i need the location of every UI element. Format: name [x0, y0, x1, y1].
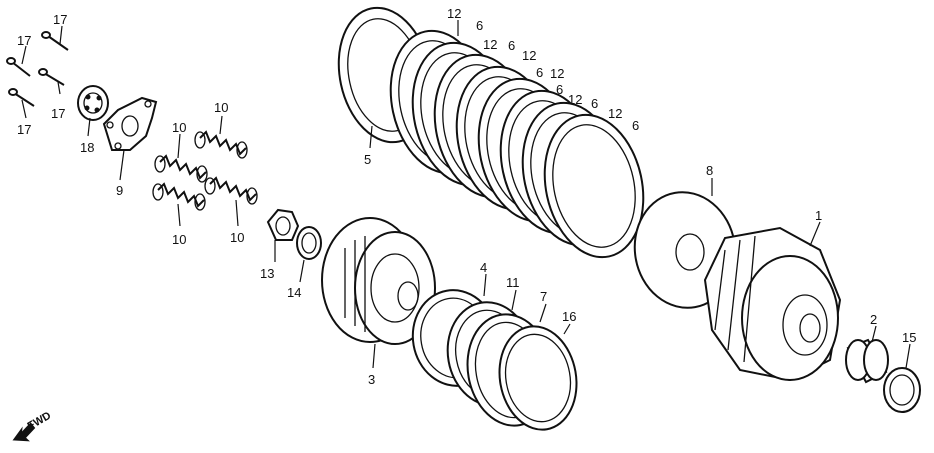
callout: 12	[447, 6, 461, 21]
fwd-arrow: FWD	[12, 410, 54, 442]
callout: 17	[17, 33, 31, 48]
plate-stack	[337, 6, 645, 259]
callout: 8	[706, 163, 713, 178]
callouts: 17 17 17 17 18 9 10 10 10 10 5 12 6 12 6…	[17, 6, 916, 387]
ring-16	[498, 325, 578, 431]
spring-10-left-upper	[154, 154, 208, 183]
spring-10-right	[204, 176, 258, 205]
bolt-17-left	[6, 57, 31, 77]
callout: 1	[815, 208, 822, 223]
bolt-17-top	[41, 31, 69, 51]
callout: 12	[483, 37, 497, 52]
callout: 7	[540, 289, 547, 304]
callout: 10	[230, 230, 244, 245]
bolt-17-mid	[38, 68, 65, 86]
callout: 10	[172, 232, 186, 247]
washer-14	[296, 226, 322, 260]
callout: 18	[80, 140, 94, 155]
callout: 13	[260, 266, 274, 281]
clutch-center-3	[321, 217, 436, 345]
callout: 3	[368, 372, 375, 387]
callout: 6	[556, 82, 563, 97]
callout: 6	[536, 65, 543, 80]
callout: 6	[476, 18, 483, 33]
callout: 6	[591, 96, 598, 111]
callout: 14	[287, 285, 301, 300]
callout: 12	[550, 66, 564, 81]
callout: 17	[17, 122, 31, 137]
callout: 17	[53, 12, 67, 27]
callout: 9	[116, 183, 123, 198]
callout: 11	[506, 275, 520, 290]
clutch-outer-1	[703, 226, 842, 382]
callout: 17	[51, 106, 65, 121]
callout: 2	[870, 312, 877, 327]
collar-2	[845, 338, 889, 384]
callout: 4	[480, 260, 487, 275]
callout: 10	[214, 100, 228, 115]
callout: 12	[522, 48, 536, 63]
bearing-18	[77, 85, 109, 121]
lifter-plate-9	[102, 96, 158, 151]
fwd-label: FWD	[26, 410, 54, 433]
lock-nut-13	[266, 208, 300, 241]
spring-10-upper	[194, 130, 248, 159]
callout: 12	[608, 106, 622, 121]
callout: 6	[632, 118, 639, 133]
leader-lines	[21, 20, 911, 369]
callout: 12	[568, 92, 582, 107]
callout: 16	[562, 309, 576, 324]
spring-10-left-lower	[152, 182, 206, 211]
callout: 10	[172, 120, 186, 135]
bolt-17-bottom	[8, 88, 35, 107]
callout: 5	[364, 152, 371, 167]
callout: 6	[508, 38, 515, 53]
thrust-washer-15	[883, 367, 921, 413]
callout: 15	[902, 330, 916, 345]
